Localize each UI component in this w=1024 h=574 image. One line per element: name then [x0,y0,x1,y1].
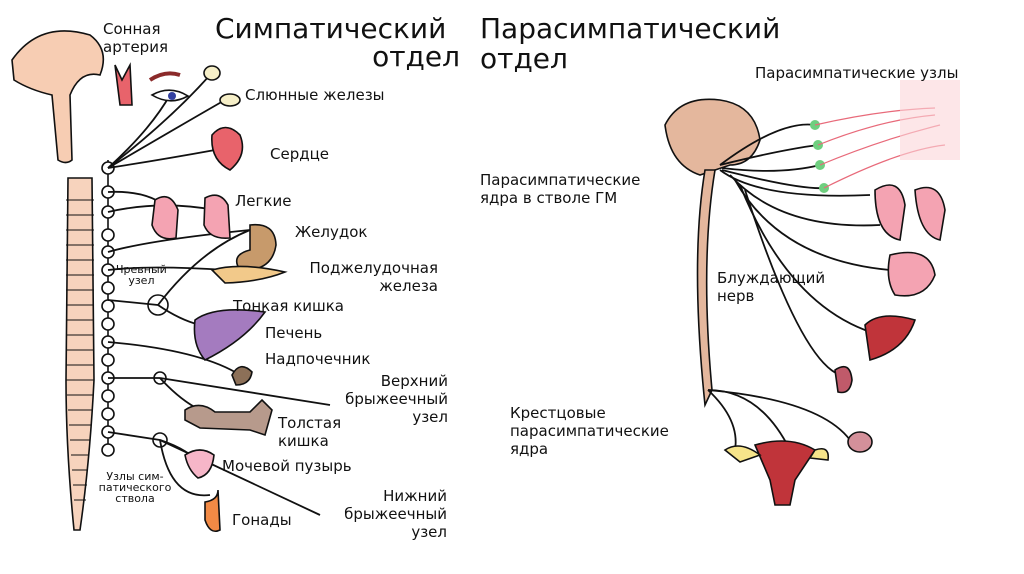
vertebra-lines [66,199,94,501]
gonad [204,489,221,533]
label-line: нерв [717,287,755,305]
label-line: ядра в стволе ГМ [480,189,618,207]
label-line: Сонная [103,20,161,38]
spinal-column [65,177,95,531]
bladder-para [847,431,873,453]
heart [211,126,244,171]
label-salivary: Слюнные железы [245,86,385,104]
label-line: ствола [115,492,155,505]
liver-para [864,315,917,362]
label-line: Парасимпатические [480,171,641,189]
label-lungs: Легкие [235,192,292,210]
stomach [235,223,277,271]
kidney-para [834,365,853,394]
label-line: Толстая [278,414,342,432]
salivary-gland-2 [219,93,241,107]
sympathetic-subtitle: отдел [372,40,460,73]
parasympathetic-subtitle: отдел [480,42,568,75]
label-line: Чревный [116,263,167,276]
label-parasympathetic-ganglia: Парасимпатические узлы [755,64,959,82]
label-line: парасимпатические [510,422,669,440]
sympathetic-trunk [101,160,115,457]
sympathetic-title: Симпатический [215,12,447,45]
label-heart: Сердце [270,145,330,163]
label-bladder: Мочевой пузырь [222,457,352,475]
lungs [151,194,231,240]
carotid-artery [114,62,133,106]
brain [664,98,761,176]
label-gonads: Гонады [232,511,292,529]
label-line: Нижний [383,487,447,505]
label-adrenal: Надпочечник [265,350,371,368]
bladder [184,449,215,479]
label-line: Узлы сим- [106,470,164,483]
lungs-para [874,184,946,241]
label-line: брыжеечный [345,390,448,408]
label-line: Крестцовые [510,404,606,422]
parasympathetic-ganglia [810,120,829,193]
label-line: железа [379,277,438,295]
vagus-nerve [707,123,891,451]
label-line: патического [98,481,172,494]
label-stomach: Желудок [295,223,368,241]
label-line: кишка [278,432,329,450]
spinal-cord [696,169,716,408]
label-line: Поджелудочная [309,259,438,277]
face-glow [900,80,960,160]
stomach-para [887,251,936,297]
brain-sagittal [11,30,105,164]
label-line: узел [411,523,447,541]
label-line: узел [412,408,448,426]
parasympathetic-title: Парасимпатический [480,12,781,45]
uterus [753,440,817,506]
ovaries [723,445,830,463]
label-line: Верхний [380,372,448,390]
label-line: брыжеечный [344,505,447,523]
label-line: артерия [103,38,168,56]
pancreas [210,265,288,284]
label-small-intestine: Тонкая кишка [233,297,344,315]
colon [184,398,273,437]
label-liver: Печень [265,324,323,342]
liver [193,308,267,361]
label-line: узел [128,274,155,287]
eyebrow [148,71,181,82]
adrenal [231,365,253,386]
label-line: Блуждающий [717,269,826,287]
label-line: ядра [510,440,549,458]
salivary-gland-1 [203,65,221,81]
